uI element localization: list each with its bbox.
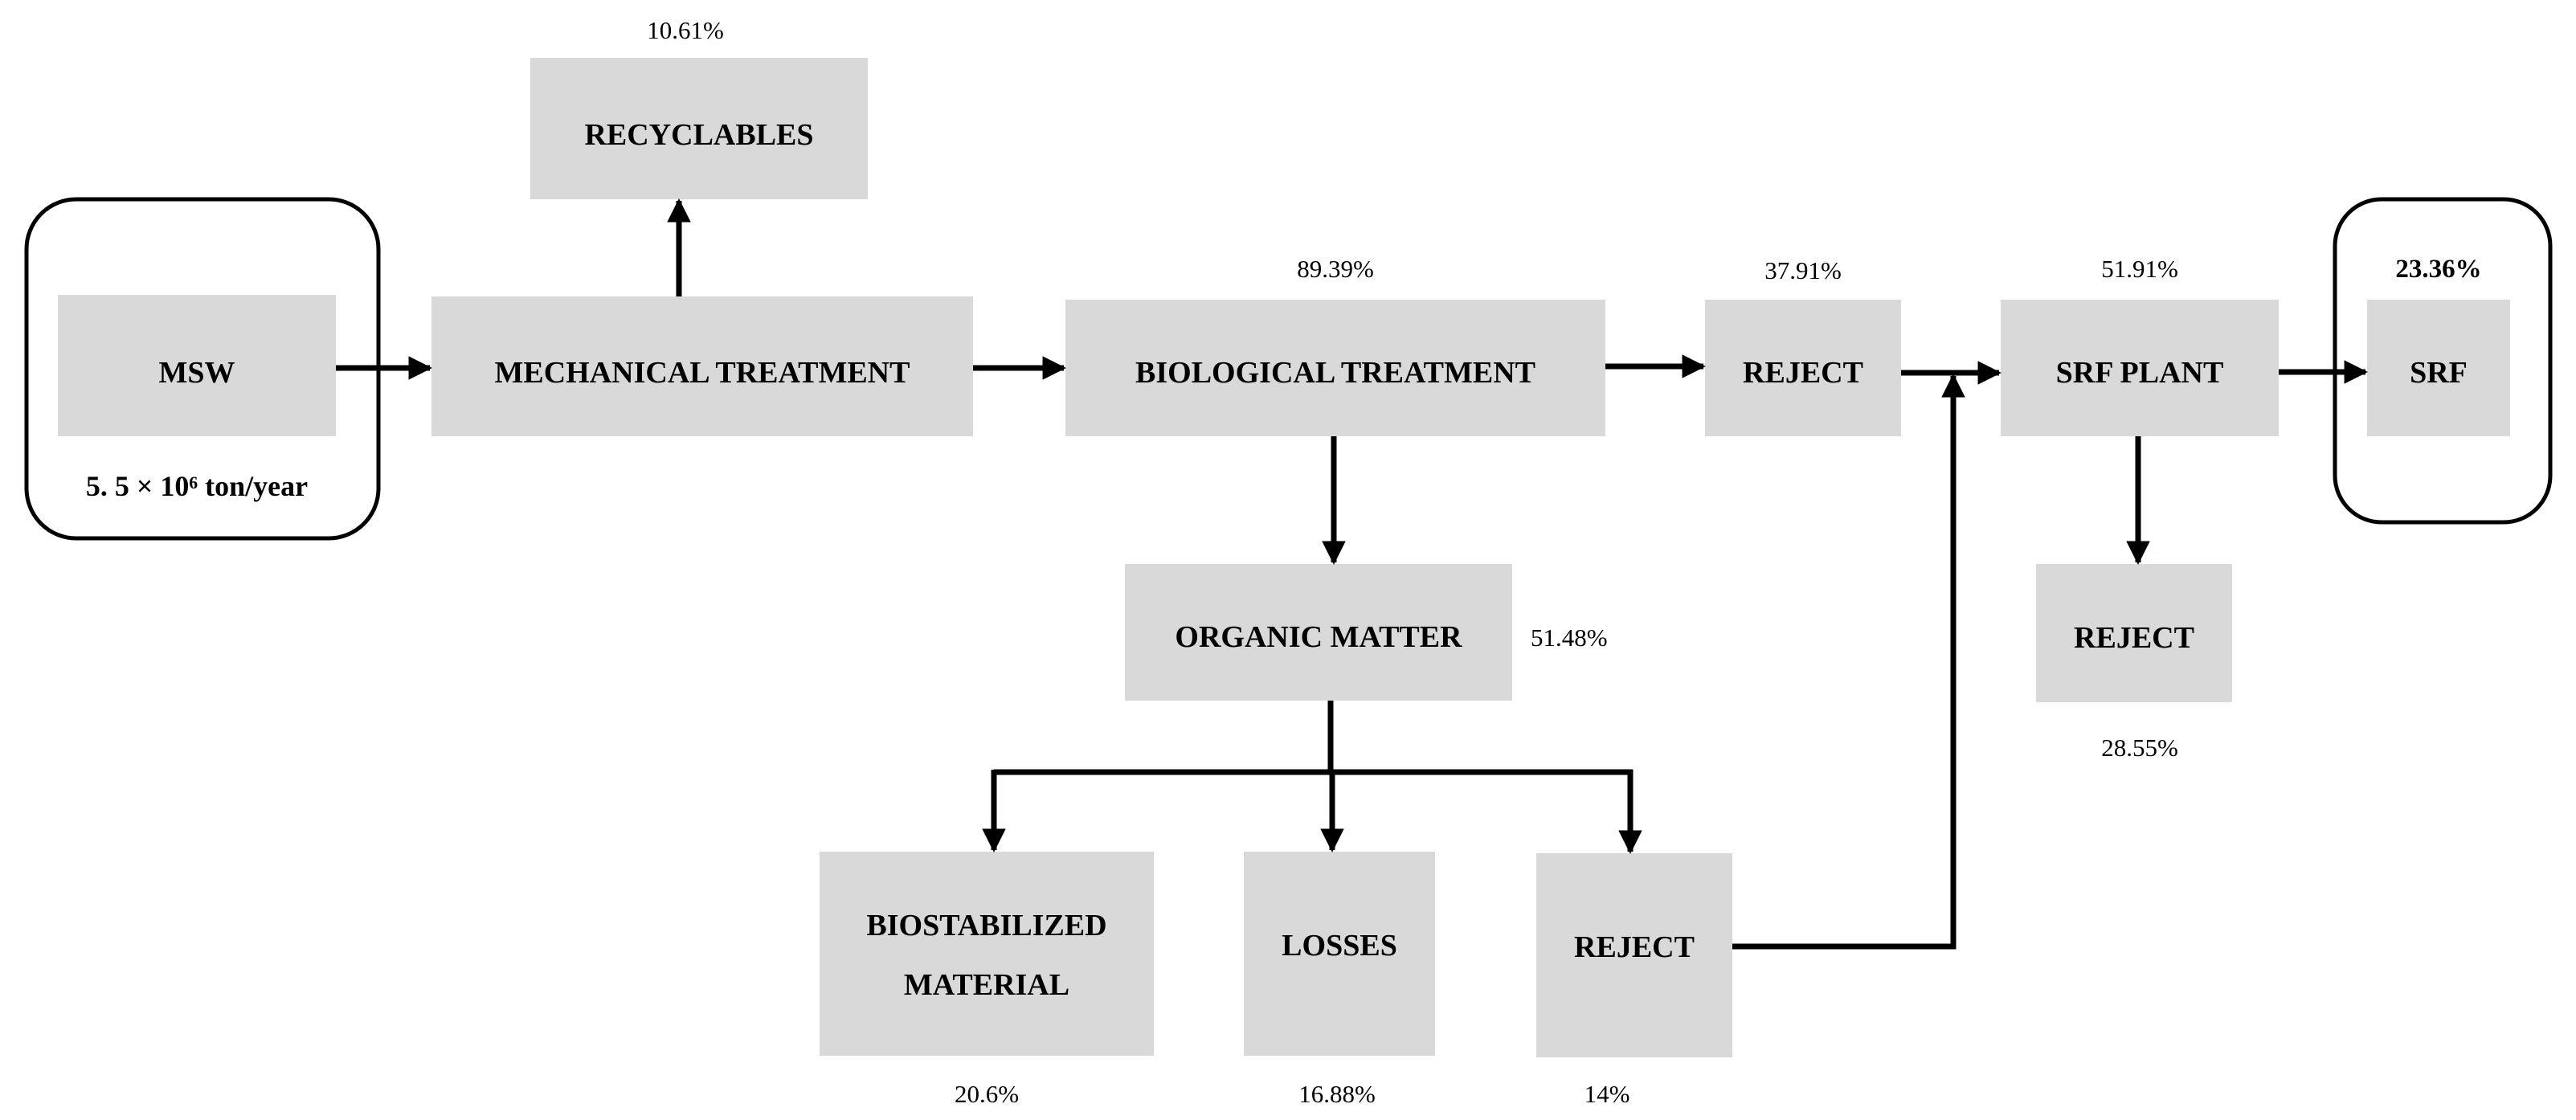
recyclables-node: RECYCLABLES	[530, 58, 868, 199]
reject-srf-share: 28.55%	[2101, 734, 2178, 762]
recyclables-label: RECYCLABLES	[584, 118, 813, 152]
biological-treatment-share: 89.39%	[1297, 255, 1374, 283]
msw-label: MSW	[159, 356, 235, 390]
biostabilized-share: 20.6%	[955, 1080, 1019, 1108]
organic-matter-label: ORGANIC MATTER	[1175, 620, 1462, 654]
mechanical-treatment-node: MECHANICAL TREATMENT	[431, 296, 973, 436]
mechanical-treatment-label: MECHANICAL TREATMENT	[495, 356, 910, 390]
reject-organic-node: REJECT	[1536, 853, 1732, 1057]
srf-label: SRF	[2410, 356, 2468, 390]
srf-plant-share: 51.91%	[2101, 255, 2178, 283]
losses-node: LOSSES	[1244, 852, 1435, 1056]
reject-bio-share: 37.91%	[1764, 256, 1842, 284]
biostabilized-label-line2: MATERIAL	[904, 968, 1069, 1002]
biological-treatment-label: BIOLOGICAL TREATMENT	[1135, 356, 1535, 390]
reject-organic-label: REJECT	[1574, 930, 1695, 964]
reject-bio-node: REJECT	[1705, 300, 1901, 436]
losses-share: 16.88%	[1298, 1080, 1376, 1108]
srf-plant-label: SRF PLANT	[2056, 356, 2224, 390]
reject-bio-label: REJECT	[1743, 356, 1863, 390]
biostabilized-label-line1: BIOSTABILIZED	[866, 909, 1106, 942]
arrow-organic-reject-to-srf-line	[1732, 374, 1965, 950]
organic-matter-node: ORGANIC MATTER	[1125, 564, 1512, 701]
recyclables-share: 10.61%	[647, 16, 724, 44]
organic-split-connector	[982, 701, 1642, 854]
srf-frame	[2333, 197, 2553, 525]
srf-plant-node: SRF PLANT	[2001, 300, 2279, 436]
biological-treatment-node: BIOLOGICAL TREATMENT	[1065, 300, 1605, 436]
biostabilized-material-node: BIOSTABILIZED MATERIAL	[820, 852, 1154, 1056]
msw-node: MSW	[58, 295, 336, 436]
reject-srf-label: REJECT	[2074, 621, 2194, 655]
reject-organic-share: 14%	[1584, 1080, 1630, 1108]
srf-node: SRF	[2367, 300, 2510, 436]
losses-label: LOSSES	[1282, 929, 1397, 963]
reject-srf-node: REJECT	[2036, 564, 2232, 702]
srf-share: 23.36%	[2395, 255, 2481, 284]
msw-quantity: 5. 5 × 10⁶ ton/year	[86, 470, 308, 502]
organic-matter-share: 51.48%	[1531, 623, 1608, 652]
